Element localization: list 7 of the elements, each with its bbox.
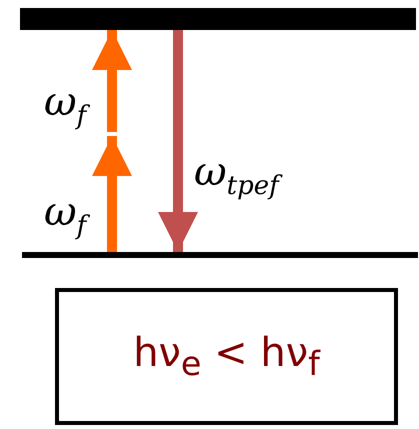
arrow <box>158 30 198 252</box>
arrow <box>92 136 132 252</box>
arrow <box>92 30 132 132</box>
inequality-text: hν$_{e}$ < hν$_{f}$ <box>133 330 320 383</box>
text-box <box>55 288 398 425</box>
upper-energy-level <box>20 8 416 30</box>
ground-energy-level <box>22 252 418 258</box>
